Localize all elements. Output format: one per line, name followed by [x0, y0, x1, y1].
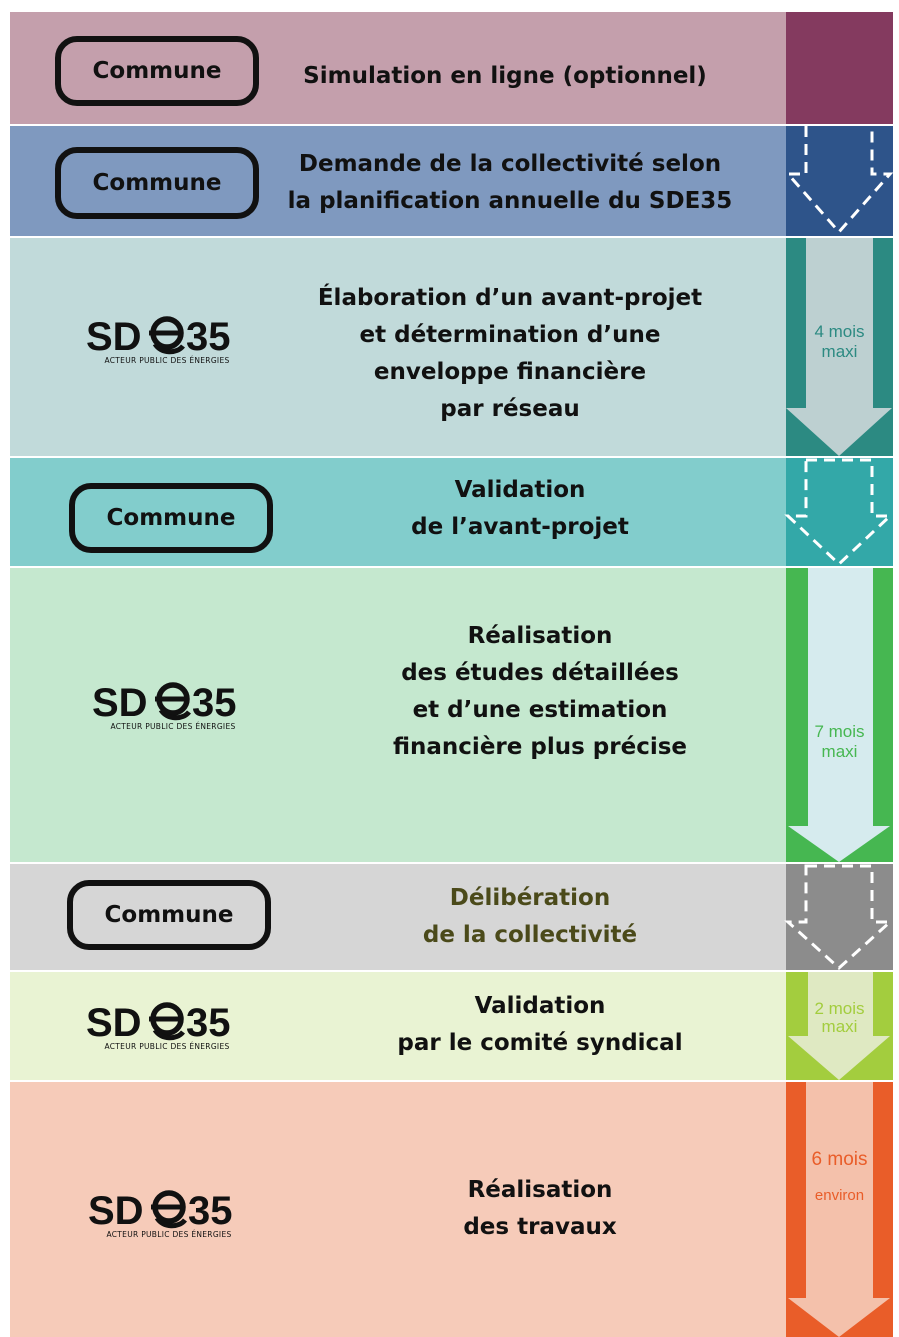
step-4-side [786, 458, 893, 566]
duration-arrow-icon [786, 238, 892, 456]
dashed-arrow-icon [784, 864, 894, 971]
step-7-title: Validation par le comité syndical [397, 993, 683, 1056]
actor-commune-badge: Commune [55, 36, 259, 106]
sde35-logo: SD 35 ACTEUR PUBLIC DES ÉNERGIES [86, 315, 231, 365]
step-3-duration: 4 mois maxi [814, 322, 865, 361]
step-1-title: Simulation en ligne (optionnel) [303, 63, 707, 89]
step-8-duration-qualifier: environ [814, 1187, 865, 1204]
step-3-row [10, 238, 786, 456]
actor-commune-badge: Commune [55, 147, 259, 219]
svg-text:SD: SD [86, 315, 142, 358]
step-2-title: Demande de la collectivité selon la plan… [287, 151, 733, 214]
svg-text:35: 35 [186, 315, 231, 358]
step-3-title: Élaboration d’un avant-projet et détermi… [317, 285, 703, 422]
svg-text:35: 35 [188, 1189, 233, 1232]
step-7-duration: 2 mois maxi [814, 999, 865, 1036]
step-5-title: Réalisation des études détaillées et d’u… [392, 623, 687, 760]
sde35-logo: SD 35 ACTEUR PUBLIC DES ÉNERGIES [86, 1001, 231, 1051]
svg-text:35: 35 [186, 1001, 231, 1044]
duration-arrow-icon [788, 568, 890, 862]
step-4-title: Validation de l’avant-projet [411, 477, 629, 540]
svg-text:SD: SD [86, 1001, 142, 1044]
step-5-duration: 7 mois maxi [814, 722, 865, 761]
step-6-side [786, 864, 893, 970]
sde35-logo: SD 35 ACTEUR PUBLIC DES ÉNERGIES [92, 681, 237, 731]
step-6-title: Délibération de la collectivité [422, 885, 638, 948]
duration-arrow-icon [788, 972, 890, 1080]
dashed-arrow-icon [784, 126, 894, 235]
svg-text:SD: SD [92, 681, 148, 724]
svg-text:SD: SD [88, 1189, 144, 1232]
actor-commune-badge: Commune [69, 483, 273, 553]
step-8-title: Réalisation des travaux [463, 1177, 617, 1240]
dashed-arrow-icon [784, 458, 894, 567]
step-7-row [10, 972, 786, 1080]
svg-text:35: 35 [192, 681, 237, 724]
step-8-row [10, 1082, 786, 1337]
step-1-side [786, 12, 893, 124]
step-5-row [10, 568, 786, 862]
actor-commune-badge: Commune [67, 880, 271, 950]
step-8-duration-value: 6 mois [811, 1149, 868, 1170]
step-2-side [786, 126, 893, 236]
sde35-logo: SD 35 ACTEUR PUBLIC DES ÉNERGIES [88, 1189, 233, 1239]
duration-arrow-icon [788, 1082, 890, 1337]
